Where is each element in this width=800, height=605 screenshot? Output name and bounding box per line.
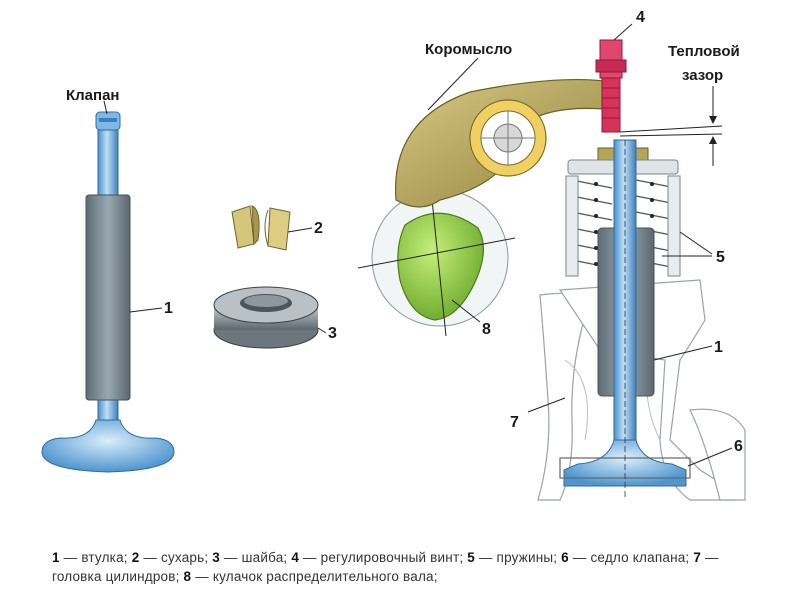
label-1-left: 1 (164, 300, 173, 317)
washer-drawing (213, 286, 319, 349)
rocker-label: Коромысло (425, 41, 512, 58)
gap-line-lower (619, 133, 723, 137)
thermal-gap-label-2: зазор (682, 67, 723, 84)
valve-drawing (41, 111, 175, 473)
label-6: 6 (734, 438, 743, 455)
leader-1-right (653, 345, 713, 361)
leader-4 (613, 23, 633, 41)
valve-label: Клапан (66, 87, 120, 104)
keepers-drawing (231, 205, 291, 251)
legend-item: 5 — пружины; (467, 550, 562, 565)
gap-line-upper (619, 125, 723, 133)
leader-8 (451, 299, 481, 323)
legend-item: 7 — головка цилиндров; (52, 550, 719, 584)
leader-5a (679, 231, 713, 255)
leader-2 (287, 227, 313, 233)
legend-item: 2 — сухарь; (131, 550, 213, 565)
leader-3 (317, 327, 327, 334)
label-7: 7 (510, 414, 519, 431)
rocker-drawing (394, 78, 616, 208)
cam-drawing (357, 179, 516, 337)
installed-valve-drawing (559, 139, 691, 500)
label-5: 5 (716, 249, 725, 266)
legend-item: 3 — шайба; (212, 550, 292, 565)
label-8: 8 (482, 321, 491, 338)
label-1-right: 1 (714, 339, 723, 356)
adjusting-screw-drawing (595, 39, 627, 133)
leader-6 (687, 447, 733, 467)
legend-caption: 1 — втулка; 2 — сухарь; 3 — шайба; 4 — р… (52, 548, 772, 586)
leader-1-left (129, 307, 163, 313)
legend-item: 4 — регулировочный винт; (291, 550, 468, 565)
leader-7 (527, 397, 566, 413)
label-3: 3 (328, 325, 337, 342)
valve-leader (103, 100, 108, 115)
gap-arrowhead-top (709, 116, 717, 124)
legend-item: 6 — седло клапана; (561, 550, 694, 565)
thermal-gap-label-1: Тепловой (668, 43, 740, 60)
label-2: 2 (314, 220, 323, 237)
gap-arrowhead-bottom (709, 136, 717, 144)
legend-item: 8 — кулачок распределительного вала; (183, 569, 438, 584)
label-4: 4 (636, 9, 645, 26)
legend-item: 1 — втулка; (52, 550, 132, 565)
rocker-leader (427, 57, 479, 111)
